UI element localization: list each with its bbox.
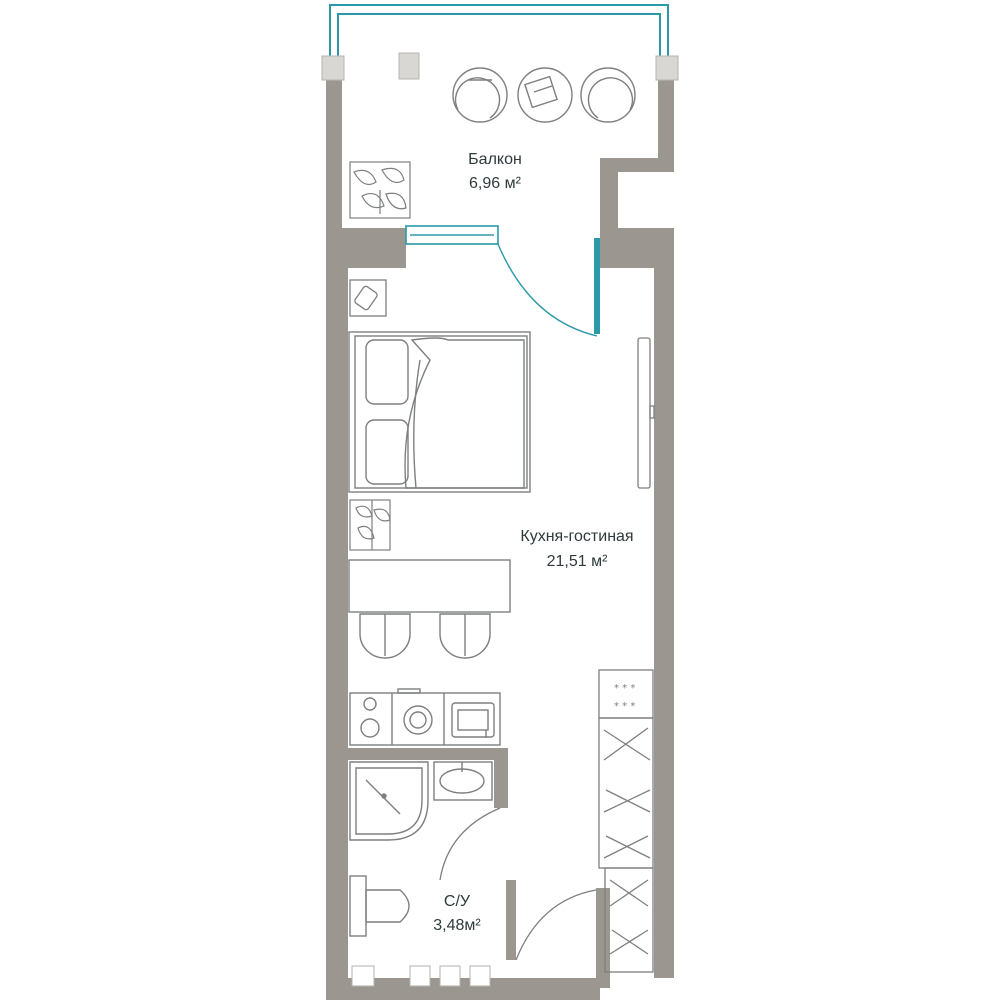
bathroom-top-wall <box>348 748 500 760</box>
svg-text:* * *: * * * <box>614 683 635 694</box>
left-outer-wall <box>326 228 406 960</box>
stove-icon <box>349 692 501 746</box>
kitchen-sink-icon <box>451 702 495 738</box>
entrance-door <box>515 889 597 961</box>
bed-icon <box>348 331 531 493</box>
balcony-window <box>405 225 499 245</box>
balcony-glazing <box>329 4 669 56</box>
tv-icon <box>637 337 655 489</box>
balcony-left-wall <box>326 78 342 228</box>
balcony-area: 6,96 м² <box>469 175 522 192</box>
toilet-icon <box>349 875 410 937</box>
bathroom-right-wall-lower <box>506 880 516 960</box>
living-plant-icon <box>349 499 391 551</box>
balcony-plant-icon <box>349 161 411 219</box>
bathroom-sink-icon <box>433 761 493 801</box>
balcony-name: Балкон <box>468 151 522 168</box>
living-area: 21,51 м² <box>547 553 608 570</box>
bar-stools <box>359 613 491 659</box>
dining-counter <box>348 559 511 613</box>
balcony-right-wall <box>600 78 674 228</box>
balcony-furniture <box>452 67 636 123</box>
balcony-glazing-posts <box>321 52 679 81</box>
bathroom-right-wall <box>494 748 508 808</box>
entrance-partition <box>596 888 610 988</box>
bathroom-name: С/У <box>444 893 471 910</box>
nightstand-icon <box>349 279 387 317</box>
wardrobe-icon: * * * * * * <box>598 669 654 973</box>
living-name: Кухня-гостиная <box>520 528 633 545</box>
walls <box>326 78 674 1000</box>
right-outer-wall <box>600 228 674 978</box>
balcony-door <box>497 238 600 337</box>
bottom-window-niches <box>351 965 491 987</box>
shower-icon <box>349 761 429 841</box>
bathroom-area: 3,48м² <box>433 917 481 934</box>
bathroom-door <box>439 807 501 881</box>
bottom-wall <box>326 960 600 1000</box>
kitchen-units <box>349 688 501 746</box>
svg-text:* * *: * * * <box>614 701 635 712</box>
